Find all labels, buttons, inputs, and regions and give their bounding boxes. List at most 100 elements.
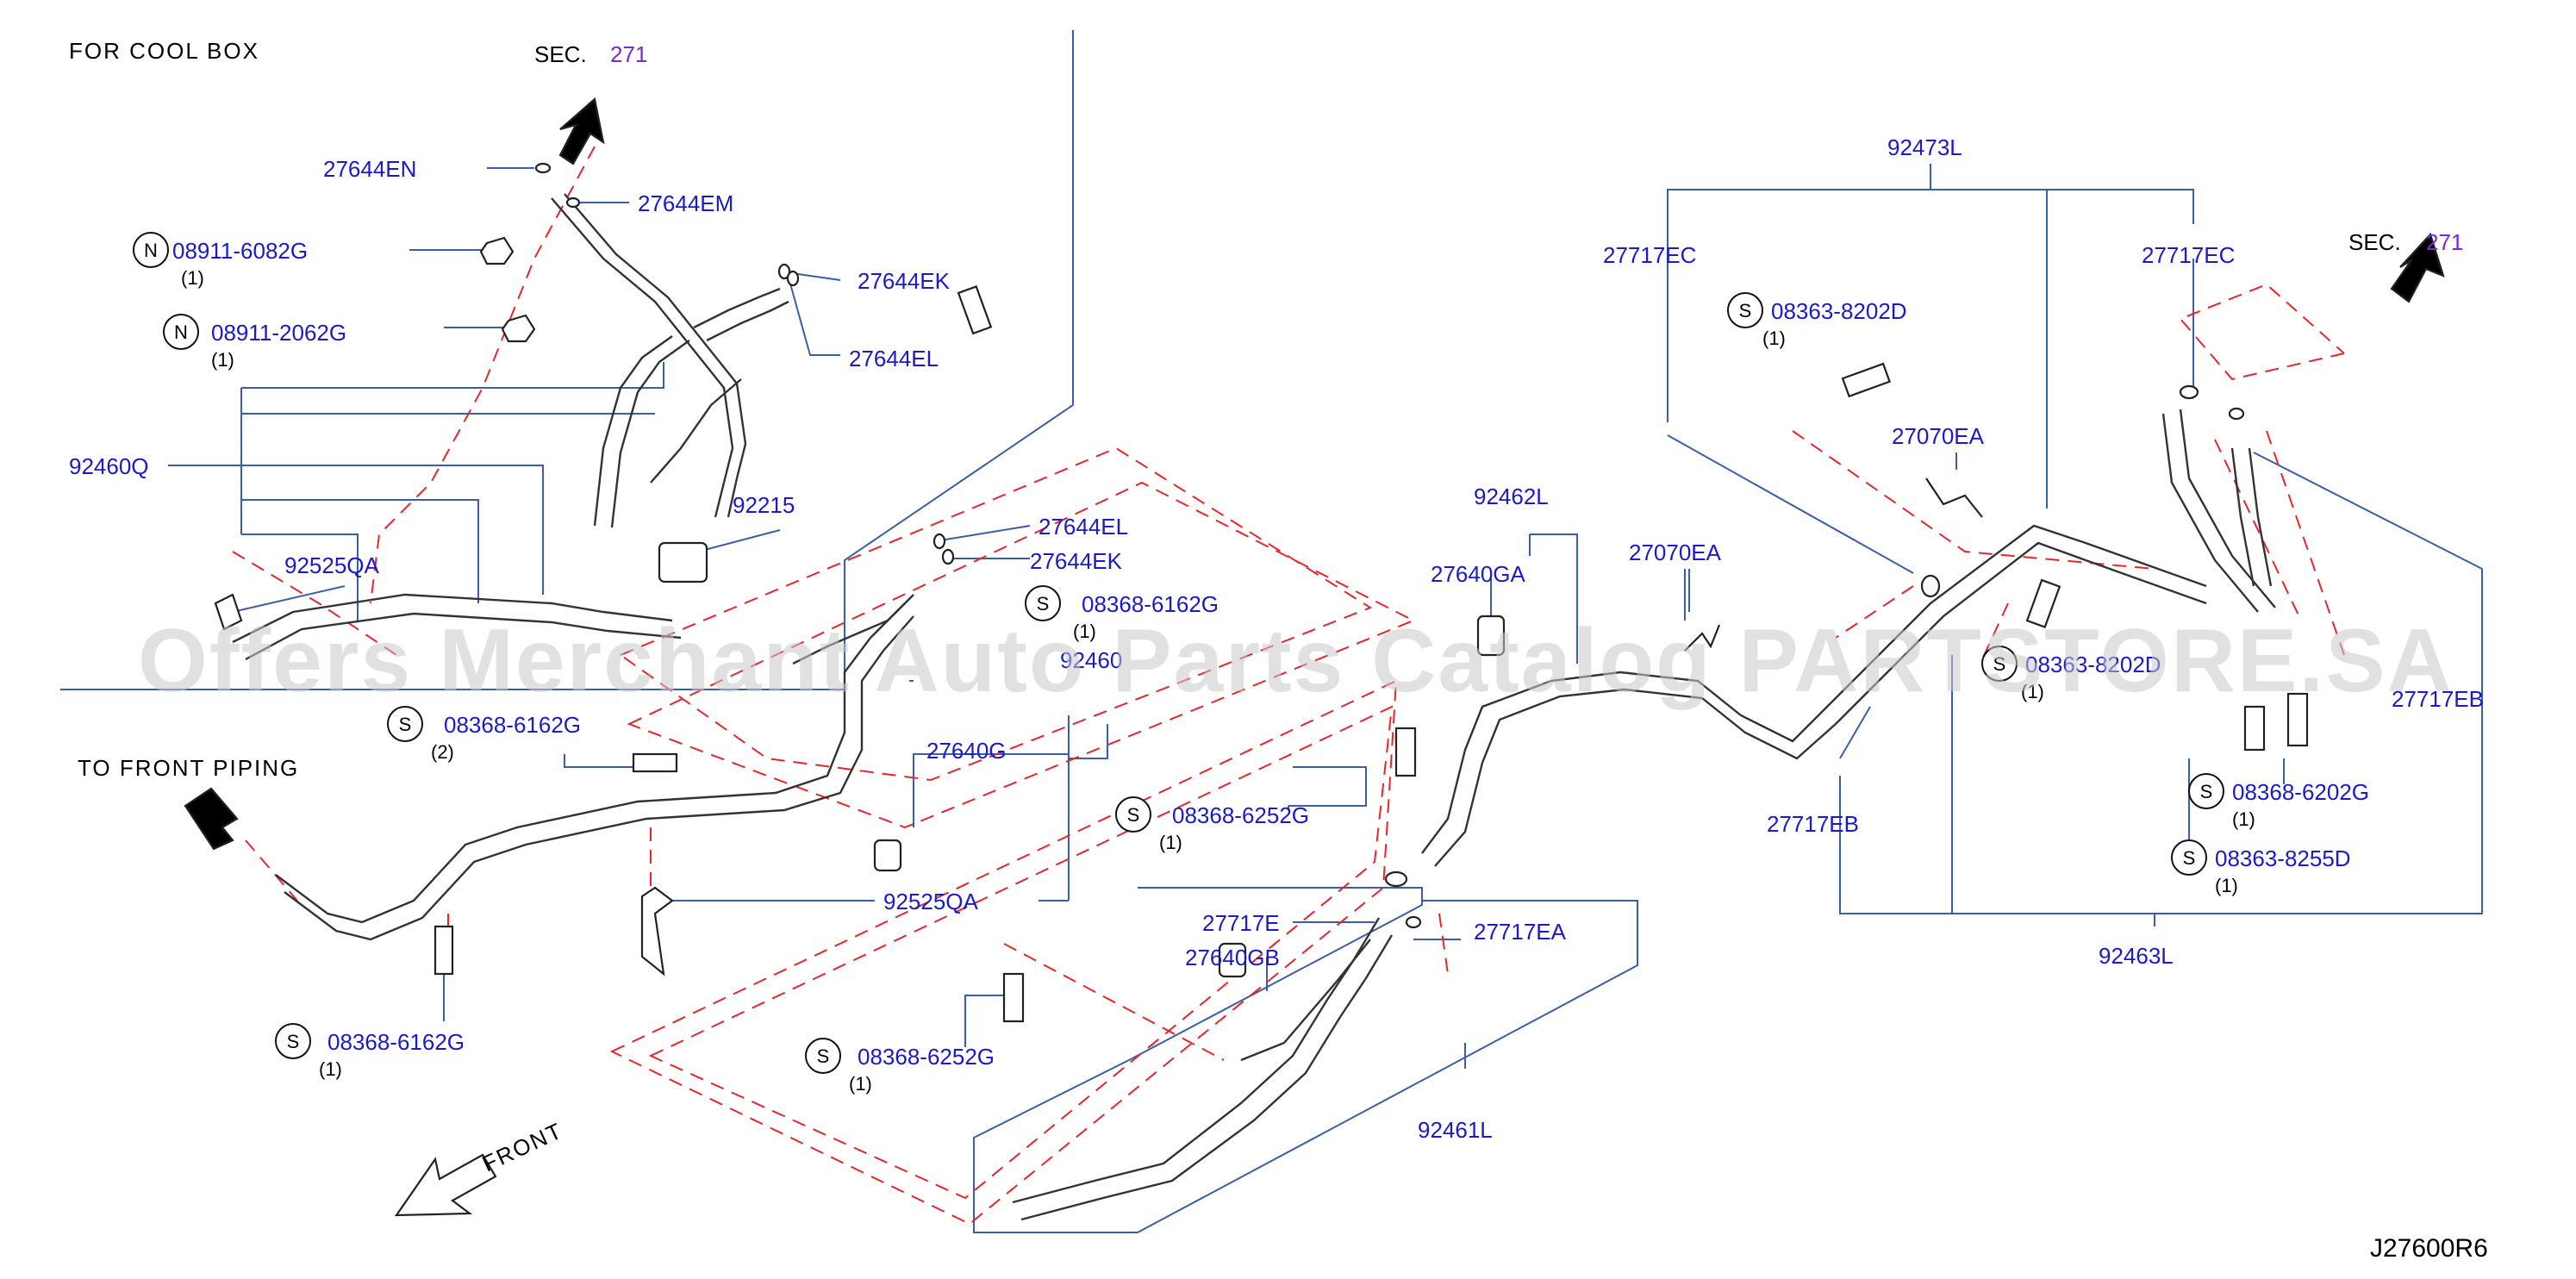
clamp-92525QA-top bbox=[214, 593, 243, 631]
qty-8202D-a: (1) bbox=[1762, 328, 1786, 349]
watermark: Offers Merchant Auto Parts Catalog PARTS… bbox=[138, 611, 2454, 711]
marker-s-6202G: S bbox=[2200, 781, 2213, 802]
to-front-piping-arrow bbox=[184, 787, 239, 851]
bolt-6252G-a bbox=[1002, 972, 1025, 1023]
bolt-6252G-b bbox=[1394, 727, 1417, 777]
part-08363-8202D-b: 08363-8202D bbox=[2025, 652, 2161, 677]
marker-s-8202D-b: S bbox=[1993, 653, 2006, 675]
marker-n-2062G: N bbox=[174, 321, 188, 343]
part-27717EC-a: 27717EC bbox=[1603, 242, 1696, 268]
marker-s-6162G-b: S bbox=[399, 714, 412, 735]
part-92461L: 92461L bbox=[1418, 1117, 1493, 1143]
o-ring-27644EM bbox=[565, 197, 581, 209]
qty-6202G: (1) bbox=[2232, 808, 2255, 830]
damper-27640GB bbox=[1218, 942, 1247, 978]
part-92460Q: 92460Q bbox=[69, 453, 149, 479]
part-27644EK-mid: 27644EK bbox=[1030, 548, 1123, 574]
qty-8202D-b: (1) bbox=[2021, 681, 2044, 702]
callout-markers: N N S S S S S S S S S bbox=[133, 232, 2224, 1074]
part-27644EK-top: 27644EK bbox=[858, 268, 951, 294]
part-27640G: 27640G bbox=[926, 738, 1007, 764]
bolt-8202D-b bbox=[2025, 578, 2061, 629]
labels: FOR COOL BOX TO FRONT PIPING FRONT J2760… bbox=[69, 38, 2488, 1263]
part-27644EN: 27644EN bbox=[323, 156, 416, 182]
o-ring-27644EN bbox=[534, 162, 552, 174]
sec-271-arrow-left bbox=[558, 97, 605, 165]
marker-n-6082G: N bbox=[144, 240, 158, 261]
clip-27070EA-b bbox=[1684, 624, 1721, 652]
qty-8255D: (1) bbox=[2215, 875, 2238, 896]
bolt-6162G-top bbox=[957, 284, 993, 335]
bolt-8202D-a bbox=[1841, 362, 1892, 398]
part-08911-2062G: 08911-2062G bbox=[211, 320, 346, 346]
part-27717EC-b: 27717EC bbox=[2142, 242, 2235, 268]
part-92525QA-bottom: 92525QA bbox=[883, 889, 979, 914]
clamp-92525QA bbox=[640, 886, 674, 976]
marker-s-8255D: S bbox=[2183, 847, 2196, 869]
part-27717E: 27717E bbox=[1202, 910, 1280, 936]
bolt-8255D bbox=[2243, 705, 2266, 752]
sec-271-arrow-right bbox=[2390, 232, 2445, 303]
note-front-piping: TO FRONT PIPING bbox=[78, 755, 299, 781]
qty-6162G-b: (2) bbox=[431, 741, 454, 763]
part-27717EB-b: 27717EB bbox=[1767, 811, 1859, 837]
part-08368-6162G-c: 08368-6162G bbox=[327, 1029, 465, 1055]
part-08363-8255D: 08363-8255D bbox=[2215, 845, 2351, 871]
part-27717EB-a: 27717EB bbox=[2392, 686, 2484, 712]
marker-s-8202D-a: S bbox=[1739, 300, 1752, 321]
clip-27070EA-a bbox=[1925, 477, 1983, 518]
part-08368-6252G-b: 08368-6252G bbox=[858, 1044, 995, 1070]
sec-number-right: 271 bbox=[2426, 229, 2463, 255]
part-27640GA: 27640GA bbox=[1431, 561, 1526, 587]
qty-6252G-a: (1) bbox=[1159, 832, 1182, 853]
damper-27640G bbox=[873, 839, 902, 872]
marker-s-6252G-b: S bbox=[817, 1045, 830, 1067]
qty-2062G: (1) bbox=[211, 349, 234, 371]
part-08368-6162G-b: 08368-6162G bbox=[444, 712, 581, 738]
qty-6252G-b: (1) bbox=[849, 1073, 872, 1095]
marker-s-6252G-a: S bbox=[1127, 804, 1140, 826]
part-08911-6082G: 08911-6082G bbox=[172, 238, 308, 264]
part-92463L: 92463L bbox=[2099, 943, 2174, 969]
sec-label-right: SEC. bbox=[2348, 229, 2401, 255]
part-92215: 92215 bbox=[733, 492, 795, 518]
valve-92215 bbox=[658, 541, 708, 583]
damper-27640GA bbox=[1476, 615, 1506, 657]
part-92462L: 92462L bbox=[1474, 484, 1549, 509]
part-92525QA-top: 92525QA bbox=[284, 552, 380, 578]
diagram-reference: J27600R6 bbox=[2370, 1234, 2488, 1263]
marker-s-6162G-a: S bbox=[1037, 593, 1050, 615]
part-08368-6252G-a: 08368-6252G bbox=[1172, 802, 1309, 828]
part-92473L: 92473L bbox=[1887, 134, 1962, 160]
part-27644EM: 27644EM bbox=[638, 190, 733, 216]
part-27640GB: 27640GB bbox=[1185, 945, 1280, 970]
bolt-6162G-bottom bbox=[433, 925, 454, 976]
part-27644EL-mid: 27644EL bbox=[1039, 514, 1128, 540]
nut-2062G bbox=[501, 314, 536, 343]
part-27070EA-b: 27070EA bbox=[1892, 423, 1985, 449]
note-front: FRONT bbox=[478, 1117, 567, 1176]
components bbox=[184, 97, 2445, 1217]
sec-label-left: SEC. bbox=[534, 41, 587, 67]
bolt-6202G bbox=[2286, 692, 2309, 747]
marker-s-6162G-c: S bbox=[287, 1031, 300, 1052]
bolt-6162G-mid bbox=[632, 752, 678, 773]
leader-lines bbox=[60, 30, 2483, 1233]
sec-number-left: 271 bbox=[610, 41, 647, 67]
qty-6162G-c: (1) bbox=[319, 1058, 342, 1080]
part-27717EA: 27717EA bbox=[1474, 919, 1567, 945]
note-cool-box: FOR COOL BOX bbox=[69, 38, 259, 64]
front-arrow bbox=[394, 1153, 497, 1217]
qty-6082G: (1) bbox=[181, 267, 204, 289]
part-08363-8202D-a: 08363-8202D bbox=[1771, 298, 1907, 324]
nut-6082G bbox=[479, 236, 515, 265]
qty-6162G-a: (1) bbox=[1073, 621, 1096, 642]
pipes bbox=[232, 193, 2276, 1221]
part-27070EA-a: 27070EA bbox=[1629, 540, 1722, 565]
part-08368-6202G: 08368-6202G bbox=[2232, 779, 2369, 805]
part-27644EL-top: 27644EL bbox=[849, 346, 939, 371]
part-08368-6162G-a: 08368-6162G bbox=[1082, 591, 1219, 617]
part-92460-partial: 92460 bbox=[1060, 647, 1122, 673]
